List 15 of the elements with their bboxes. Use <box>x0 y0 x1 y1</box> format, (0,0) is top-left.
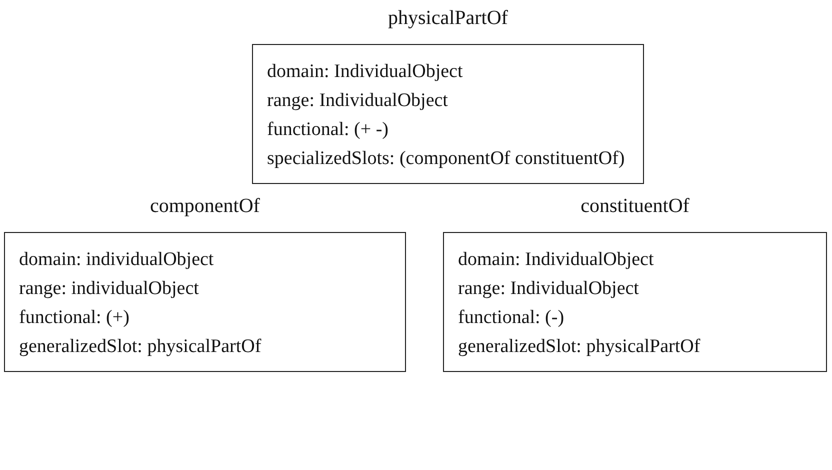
slot-name: physicalPartOf <box>387 6 509 31</box>
slot-property: generalizedSlot: physicalPartOf <box>458 335 702 359</box>
slot-property: domain: IndividualObject <box>458 248 655 272</box>
slot-property: specializedSlots: (componentOf constituentOf) <box>267 147 626 171</box>
slot-property: functional: (+ -) <box>267 118 390 142</box>
slot-property: range: IndividualObject <box>458 277 640 301</box>
slot-property: functional: (-) <box>458 306 566 330</box>
slot-property: domain: IndividualObject <box>267 60 464 84</box>
slot-property: range: IndividualObject <box>267 89 449 113</box>
slot-property: domain: individualObject <box>19 248 215 272</box>
slot-property: range: individualObject <box>19 277 200 301</box>
slot-name: constituentOf <box>580 194 690 219</box>
slot-name: componentOf <box>149 194 261 219</box>
slot-property: functional: (+) <box>19 306 130 330</box>
slot-property: generalizedSlot: physicalPartOf <box>19 335 262 359</box>
